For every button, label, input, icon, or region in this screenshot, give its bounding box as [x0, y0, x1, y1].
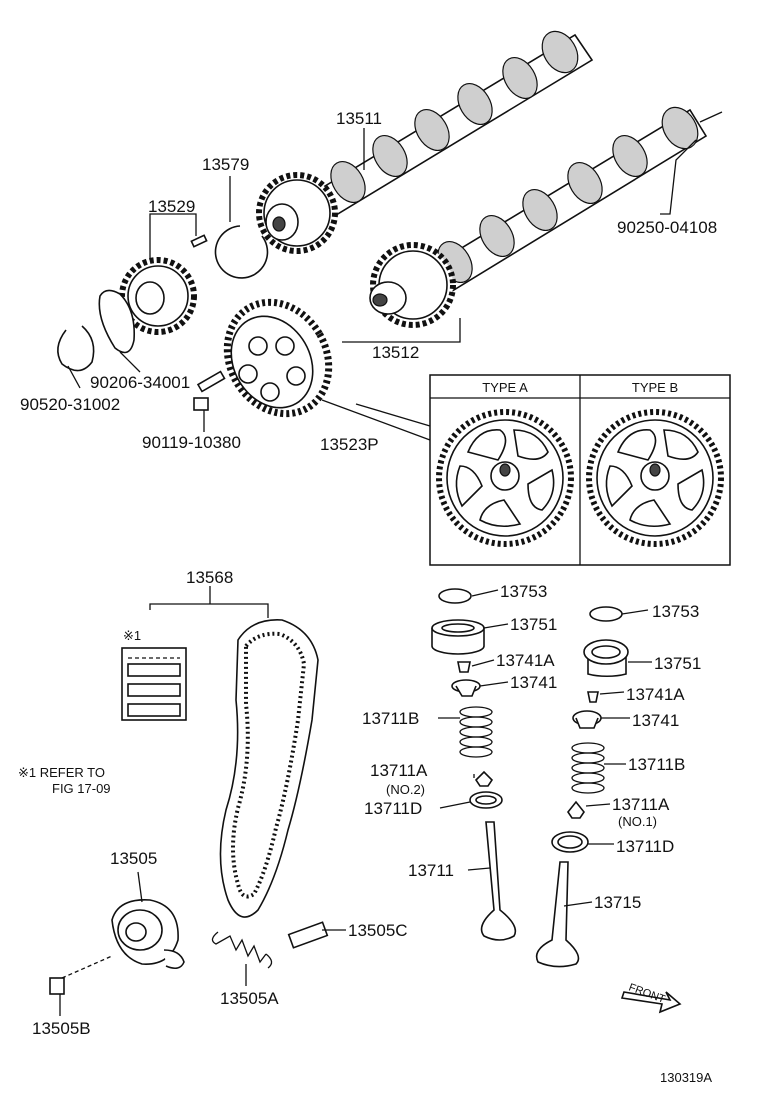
pin-13529 [190, 234, 208, 248]
spring-13505A [211, 931, 273, 969]
label-13512: 13512 [372, 343, 419, 362]
label-13505C: 13505C [348, 921, 408, 940]
tensioner-13505 [111, 899, 185, 970]
bolt-90119 [193, 370, 226, 411]
label-90206-34001: 90206-34001 [90, 373, 190, 392]
timing-pulley-13523P [223, 298, 333, 418]
pulley-type-inset: TYPE A TYPE B [321, 374, 731, 566]
camshaft-13512 [390, 106, 723, 320]
label-13711D-right: 13711D [616, 837, 674, 856]
note-no1: (NO.1) [618, 814, 657, 829]
label-13741A-right: 13741A [626, 685, 685, 704]
note-no2: (NO.2) [386, 782, 425, 797]
label-90250-04108: 90250-04108 [617, 218, 717, 237]
snap-ring-90520 [57, 325, 95, 372]
label-13505: 13505 [110, 849, 157, 868]
refer-note-line2: FIG 17-09 [52, 781, 111, 796]
label-13711: 13711 [408, 861, 454, 880]
sub-gear [119, 257, 197, 335]
label-13751-left: 13751 [510, 615, 557, 634]
label-13753-left: 13753 [500, 582, 547, 601]
label-13568: 13568 [186, 568, 233, 587]
label-90119-10380: 90119-10380 [142, 433, 241, 452]
label-13741-left: 13741 [510, 673, 557, 692]
type-b-label: TYPE B [632, 380, 678, 395]
camshaft-13511 [290, 30, 594, 234]
refer-note-line1: ※1 REFER TO [18, 765, 105, 780]
part-labels: 13511 13579 13529 90250-04108 13512 9020… [20, 109, 717, 1085]
snap-ring-13579 [214, 225, 269, 279]
label-13711B-right: 13711B [628, 755, 685, 774]
label-13529: 13529 [148, 197, 195, 216]
timing-belt-13568 [219, 619, 319, 918]
pushrod-13505C [287, 921, 329, 949]
label-13711A-left: 13711A [370, 761, 428, 780]
label-13741-right: 13741 [632, 711, 679, 730]
ref-mark: ※1 [123, 628, 141, 643]
label-13715: 13715 [594, 893, 641, 912]
camshaft-1-gear [256, 172, 338, 254]
label-13741A-left: 13741A [496, 651, 555, 670]
label-13511: 13511 [336, 109, 382, 128]
camshaft-2-gear [369, 242, 456, 328]
wave-washer-90206 [98, 289, 136, 354]
leader-lines [59, 128, 697, 1016]
label-13505B: 13505B [32, 1019, 91, 1038]
valve-train-left [431, 588, 517, 941]
reference-card: ※1 [121, 628, 187, 721]
valve-train-right [535, 606, 629, 968]
label-13579: 13579 [202, 155, 249, 174]
type-a-label: TYPE A [482, 380, 528, 395]
label-13523P: 13523P [320, 435, 379, 454]
front-arrow-icon: FRONT [620, 982, 682, 1014]
label-13711D-left: 13711D [364, 799, 422, 818]
label-13711A-right: 13711A [612, 795, 670, 814]
label-13751-right: 13751 [654, 654, 701, 673]
label-13711B-left: 13711B [362, 709, 419, 728]
label-13753-right: 13753 [652, 602, 699, 621]
label-90520-31002: 90520-31002 [20, 395, 120, 414]
label-13505A: 13505A [220, 989, 279, 1008]
bolt-13505B [49, 955, 113, 995]
figure-id: 130319A [660, 1070, 712, 1085]
